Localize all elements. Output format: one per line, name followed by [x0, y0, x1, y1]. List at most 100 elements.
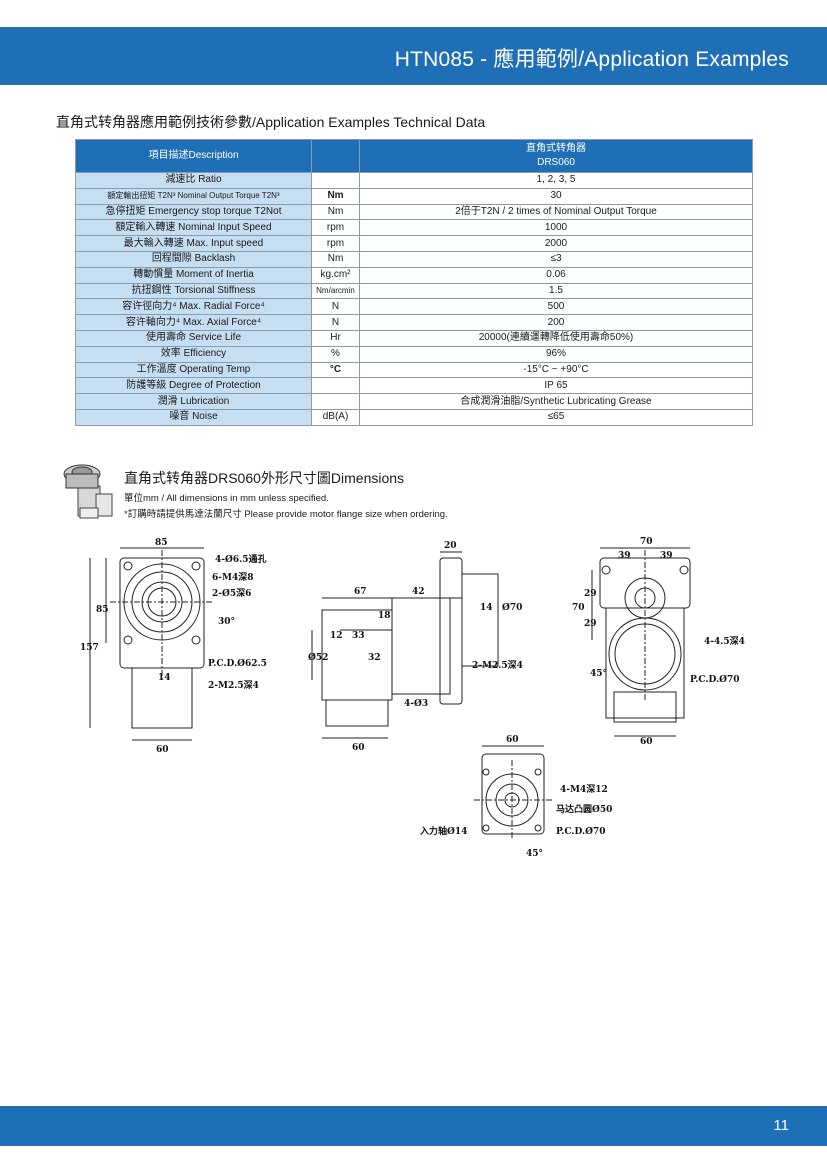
- table-row: 潤滑 Lubrication 合成潤滑油脂/Synthetic Lubricati…: [75, 393, 753, 410]
- row-unit: [311, 393, 360, 410]
- dim-label: P.C.D.Ø70: [690, 674, 740, 685]
- row-unit: kg.cm²: [311, 266, 360, 284]
- row-value: -15°C ~ +90°C: [359, 361, 753, 379]
- footer-bar: 11: [0, 1106, 827, 1146]
- row-unit: [311, 377, 360, 395]
- section-heading: 直角式转角器應用範例技術參數/Application Examples Tech…: [56, 114, 486, 130]
- dim-label: 马达凸圆Ø50: [556, 803, 612, 815]
- row-value: 2倍于T2N / 2 times of Nominal Output Torqu…: [359, 203, 753, 221]
- rear-view-drawing: [591, 547, 691, 737]
- dim-label: 45°: [590, 669, 607, 679]
- header-bar: HTN085 - 應用範例/Application Examples: [0, 27, 827, 85]
- row-value: 合成潤滑油脂/Synthetic Lubricating Grease: [359, 393, 753, 410]
- dim-label: P.C.D.Ø70: [556, 826, 606, 837]
- dim-label: 4-Ø6.5通孔: [215, 553, 267, 565]
- dim-label: 6-M4深8: [212, 571, 254, 583]
- row-value: 1000: [359, 219, 753, 237]
- row-label: 回程間隙 Backlash: [75, 250, 312, 268]
- dimensions-order-note: *訂購時請提供馬達法蘭尺寸 Please provide motor flang…: [124, 509, 448, 520]
- side-view-drawing: [311, 551, 499, 739]
- row-label: 減速比 Ratio: [75, 172, 312, 189]
- row-value: 96%: [359, 345, 753, 363]
- row-label: 轉動慣量 Moment of Inertia: [75, 266, 312, 284]
- dim-label: 4-4.5深4: [704, 635, 745, 647]
- row-label: 潤滑 Lubrication: [75, 393, 312, 410]
- row-value: 20000(連續運轉降低使用壽命50%): [359, 329, 753, 347]
- dim-label: 29: [584, 589, 597, 599]
- row-label: 使用壽命 Service Life: [75, 329, 312, 347]
- dim-label: 30°: [218, 617, 235, 627]
- dim-label: 42: [412, 587, 425, 597]
- row-value: 500: [359, 298, 753, 316]
- row-label: 額定輸出扭矩 T2N³ Nominal Output Torque T2N³: [75, 187, 312, 205]
- header-description: 項目描述Description: [75, 139, 312, 173]
- dim-label: 2-M2.5深4: [472, 659, 523, 671]
- dim-label: 70: [640, 537, 653, 547]
- dim-label: 18: [378, 611, 391, 621]
- dim-label: 70: [572, 603, 585, 613]
- row-label: 額定輸入轉速 Nominal Input Speed: [75, 219, 312, 237]
- row-value: 0.06: [359, 266, 753, 284]
- row-unit: [311, 172, 360, 189]
- dimensions-unit-note: 單位mm / All dimensions in mm unless speci…: [124, 493, 329, 504]
- table-row: 工作溫度 Operating Temp°C-15°C ~ +90°C: [75, 361, 753, 379]
- dimensions-block: 直角式转角器DRS060外形尺寸圖Dimensions 單位mm / All d…: [60, 460, 580, 522]
- row-value: 30: [359, 187, 753, 205]
- dim-label: 14: [158, 673, 171, 683]
- bottom-view-drawing: [474, 745, 552, 840]
- dim-label: 157: [80, 643, 99, 653]
- row-value: 1.5: [359, 282, 753, 300]
- row-label: 效率 Efficiency: [75, 345, 312, 363]
- dim-label: 20: [444, 541, 457, 551]
- dim-label: 67: [354, 587, 367, 597]
- dim-label: 60: [640, 737, 653, 747]
- dim-label: 60: [156, 745, 169, 755]
- header-model-line2: DRS060: [537, 157, 575, 168]
- row-unit: Nm/arcmin: [311, 282, 360, 300]
- row-label: 最大輸入轉速 Max. Input speed: [75, 235, 312, 252]
- row-unit: Nm: [311, 187, 360, 205]
- dim-label: 39: [618, 551, 631, 561]
- row-label: 抗扭鋼性 Torsional Stiffness: [75, 282, 312, 300]
- dim-label: 33: [352, 631, 365, 641]
- dim-label: 14: [480, 603, 493, 613]
- dimension-drawings: 85 4-Ø6.5通孔 6-M4深8 2-Ø5深6 30° 85 157 P.C…: [80, 537, 745, 859]
- dim-label: 60: [506, 735, 519, 745]
- dim-label: 85: [155, 538, 168, 548]
- dim-label: 60: [352, 743, 365, 753]
- row-value: IP 65: [359, 377, 753, 395]
- dim-label: 85: [96, 605, 109, 615]
- row-unit: Nm: [311, 250, 360, 268]
- dim-label: 2-M2.5深4: [208, 679, 259, 691]
- row-unit: %: [311, 345, 360, 363]
- header-unit: [311, 139, 360, 173]
- row-unit: rpm: [311, 219, 360, 237]
- page-number: 11: [773, 1117, 789, 1134]
- table-row: 減速比 Ratio 1, 2, 3, 5: [75, 172, 753, 189]
- row-label: 容许軸向力⁴ Max. Axial Force⁴: [75, 314, 312, 331]
- row-label: 容许徑向力⁴ Max. Radial Force⁴: [75, 298, 312, 316]
- product-thumbnail-icon: [63, 464, 113, 519]
- row-unit: N: [311, 298, 360, 316]
- dim-label: 39: [660, 551, 673, 561]
- row-unit: Hr: [311, 329, 360, 347]
- row-unit: Nm: [311, 203, 360, 221]
- header-model: 直角式转角器 DRS060: [359, 139, 753, 173]
- row-value: 2000: [359, 235, 753, 252]
- dim-label: 29: [584, 619, 597, 629]
- row-unit: °C: [311, 361, 360, 379]
- dim-label: 32: [368, 653, 381, 663]
- header-model-line1: 直角式转角器: [526, 143, 586, 154]
- front-view-drawing: [89, 547, 214, 741]
- row-value: 1, 2, 3, 5: [359, 172, 753, 189]
- row-value: ≤65: [359, 408, 753, 426]
